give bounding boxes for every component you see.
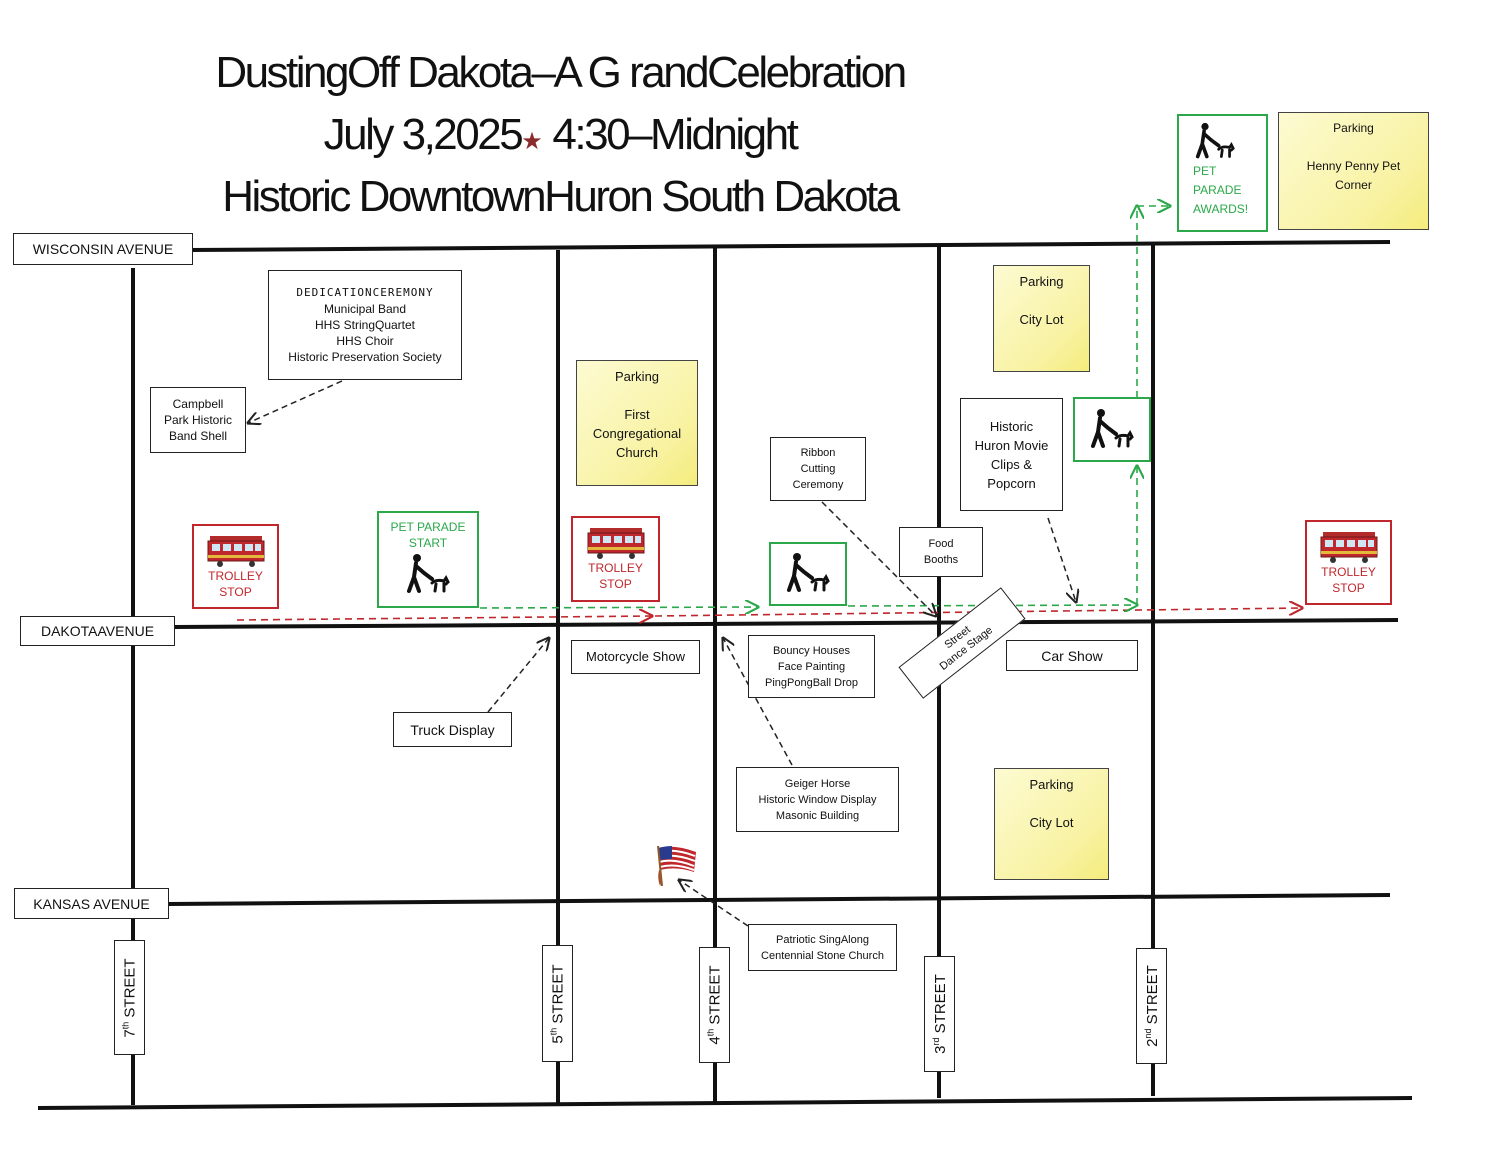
campbell-park-box: Campbell Park Historic Band Shell [150, 387, 246, 453]
trolley-icon [207, 536, 264, 567]
parking-henny-penny: Parking Henny Penny Pet Corner [1278, 112, 1429, 230]
dedication-ceremony-box: DEDICATIONCEREMONY Municipal Band HHS St… [268, 270, 462, 380]
pointer-patriotic [679, 880, 749, 927]
3rd-street-label: 3rd STREET [924, 956, 955, 1072]
historic-movie-box: Historic Huron Movie Clips & Popcorn [960, 398, 1063, 511]
pet-parade-start-box: PET PARADE START [377, 511, 479, 608]
pet-parade-marker-dakota [769, 542, 847, 606]
american-flag-icon [650, 842, 700, 890]
pet-parade-route-1 [479, 607, 758, 608]
kansas-avenue-line [167, 893, 1391, 906]
parking-city-lot-top: Parking City Lot [993, 265, 1090, 372]
trolley-icon [587, 528, 644, 559]
4th-street-label: 4th STREET [699, 947, 730, 1063]
title-line-1: DustingOff Dakota–A G randCelebration [215, 48, 907, 97]
dog-walker-icon [407, 554, 450, 593]
dakota-avenue-line [174, 618, 1399, 629]
pointer-dedication [248, 380, 343, 423]
trolley-stop-east: TROLLEY STOP [1305, 520, 1392, 605]
dog-walker-icon [787, 553, 830, 592]
parking-city-lot-bottom: Parking City Lot [994, 768, 1109, 880]
trolley-stop-center: TROLLEY STOP [571, 516, 660, 602]
trolley-route-1 [236, 616, 652, 620]
dog-walker-icon [1091, 408, 1134, 448]
parking-first-congregational: Parking First Congregational Church [576, 360, 698, 486]
food-booths-box: Food Booths [899, 527, 983, 577]
geiger-horse-box: Geiger Horse Historic Window Display Mas… [736, 767, 899, 832]
patriotic-singalong-box: Patriotic SingAlong Centennial Stone Chu… [748, 924, 897, 971]
motorcycle-show-box: Motorcycle Show [571, 640, 700, 674]
bouncy-houses-box: Bouncy Houses Face Painting PingPongBall… [748, 635, 875, 698]
5th-street-label: 5th STREET [542, 945, 573, 1062]
pointer-ribbon [821, 501, 936, 616]
trolley-stop-west: TROLLEY STOP [192, 524, 279, 609]
7th-street-label: 7th STREET [114, 940, 145, 1055]
pet-parade-awards-box: PET PARADE AWARDS! [1177, 114, 1268, 232]
wisconsin-avenue-label: WISCONSIN AVENUE [13, 233, 193, 265]
pointer-truck [487, 638, 549, 713]
dakota-avenue-label: DAKOTAAVENUE [20, 616, 175, 646]
trolley-icon [1320, 532, 1377, 563]
wisconsin-avenue-line [189, 240, 1391, 252]
pointer-geiger [723, 638, 793, 766]
truck-display-box: Truck Display [393, 712, 512, 747]
pointer-movie [1047, 517, 1076, 602]
kansas-avenue-label: KANSAS AVENUE [14, 888, 169, 919]
title-line-3: Historic DowntownHuron South Dakota [222, 172, 900, 221]
title-date: July 3,2025 [323, 110, 524, 159]
dog-walker-icon [1195, 122, 1235, 159]
title-line-2: July 3,2025★ 4:30–Midnight [0, 110, 1120, 160]
title-time: 4:30–Midnight [542, 110, 798, 159]
bottom-road-line [37, 1096, 1413, 1110]
2nd-street-label: 2nd STREET [1136, 948, 1167, 1064]
car-show-box: Car Show [1006, 640, 1138, 671]
star-icon: ★ [521, 128, 543, 155]
pet-parade-marker-2nd [1073, 397, 1151, 462]
ribbon-cutting-box: Ribbon Cutting Ceremony [770, 437, 866, 501]
